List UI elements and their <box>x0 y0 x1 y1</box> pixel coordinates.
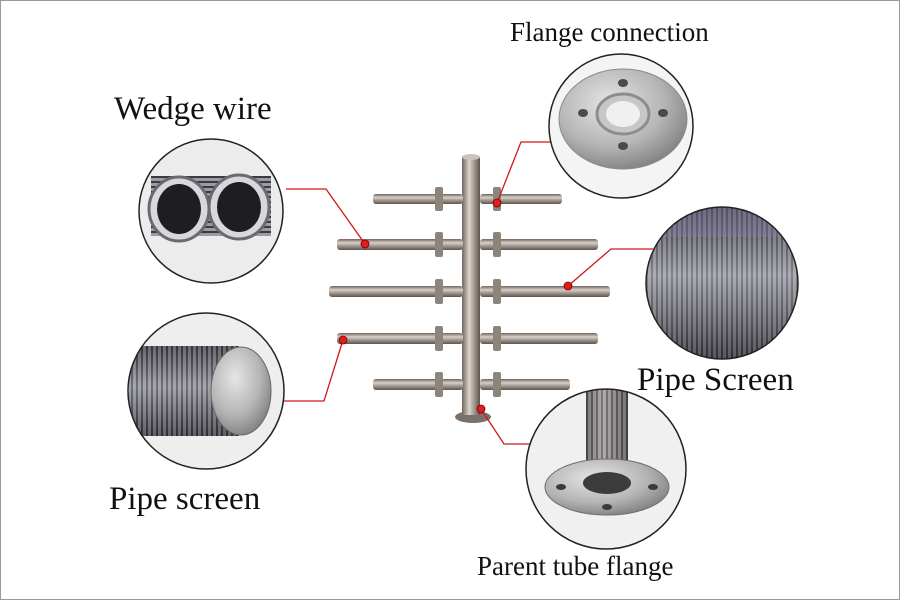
detail-circle-pipe-screen-right <box>645 206 799 360</box>
label-flange-connection: Flange connection <box>510 17 709 47</box>
detail-circle-wedge-wire <box>138 138 284 284</box>
lateral-row-4 <box>337 326 598 351</box>
parent-tube <box>462 157 480 415</box>
leader-wedge-wire <box>286 188 366 245</box>
detail-circle-flange-connection <box>548 53 694 199</box>
leader-pipe-screen-left <box>284 339 344 402</box>
leader-flange-connection <box>496 141 551 204</box>
leader-pipe-screen-right <box>567 248 653 287</box>
lateral-row-5 <box>373 372 570 397</box>
label-pipe-screen-left: Pipe screen <box>109 481 261 517</box>
label-parent-tube-flange: Parent tube flange <box>477 551 674 581</box>
detail-circle-pipe-screen-left <box>127 312 285 470</box>
leader-lines <box>284 141 653 445</box>
leader-dots <box>338 198 573 414</box>
lateral-row-3 <box>329 279 610 304</box>
leader-parent-tube-flange <box>480 408 533 445</box>
detail-circle-parent-tube-flange <box>525 388 687 550</box>
label-pipe-screen-right: Pipe Screen <box>637 362 794 398</box>
label-wedge-wire: Wedge wire <box>114 91 272 127</box>
